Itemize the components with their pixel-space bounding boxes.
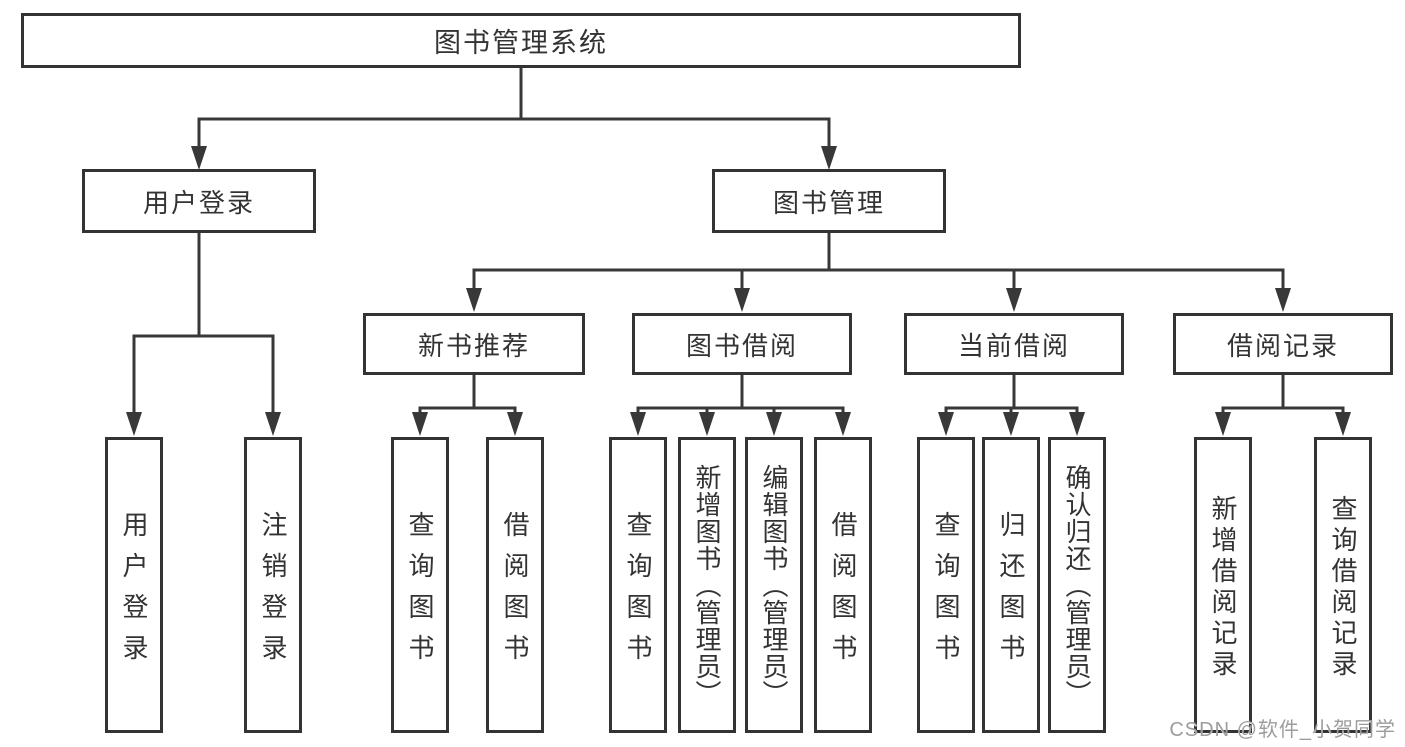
leaf-add-books-admin-label: 新增图书（管理员）: [692, 464, 722, 707]
leaf-borrow-books-label: 借阅图书: [828, 510, 858, 675]
leaf-add-books-admin: 新增图书（管理员）: [678, 437, 736, 733]
node-new-book-recommend: 新书推荐: [363, 313, 585, 375]
leaf-query-books-current-label: 查询图书: [931, 510, 961, 675]
node-new-book-recommend-label: 新书推荐: [417, 330, 530, 361]
leaf-add-borrow-record-label: 新增借阅记录: [1208, 494, 1238, 681]
leaf-query-books-recommend-label: 查询图书: [405, 510, 435, 675]
node-book-borrowing-label: 图书借阅: [685, 330, 798, 361]
leaf-return-books-label: 归还图书: [996, 510, 1026, 675]
leaf-add-borrow-record: 新增借阅记录: [1194, 437, 1252, 733]
leaf-borrow-books-recommend-label: 借阅图书: [500, 510, 530, 675]
leaf-query-books-recommend: 查询图书: [391, 437, 449, 733]
leaf-user-login: 用户登录: [105, 437, 163, 733]
node-book-management-label: 图书管理: [772, 187, 885, 218]
leaf-return-books: 归还图书: [982, 437, 1040, 733]
node-user-login-branch: 用户登录: [82, 169, 316, 233]
leaf-query-borrow-record: 查询借阅记录: [1314, 437, 1372, 733]
node-root-label: 图书管理系统: [434, 28, 608, 58]
node-borrowing-records: 借阅记录: [1173, 313, 1393, 375]
node-user-login-branch-label: 用户登录: [142, 187, 255, 218]
leaf-query-books-borrow: 查询图书: [609, 437, 667, 733]
leaf-borrow-books-recommend: 借阅图书: [486, 437, 544, 733]
node-book-borrowing: 图书借阅: [632, 313, 852, 375]
leaf-edit-books-admin-label: 编辑图书（管理员）: [759, 464, 789, 707]
leaf-query-books-borrow-label: 查询图书: [623, 510, 653, 675]
leaf-user-login-label: 用户登录: [119, 510, 149, 675]
node-book-management: 图书管理: [712, 169, 946, 233]
node-current-borrowing: 当前借阅: [904, 313, 1124, 375]
leaf-edit-books-admin: 编辑图书（管理员）: [745, 437, 803, 733]
node-current-borrowing-label: 当前借阅: [957, 330, 1070, 361]
leaf-confirm-return-admin: 确认归还（管理员）: [1048, 437, 1106, 733]
node-borrowing-records-label: 借阅记录: [1226, 330, 1339, 361]
leaf-borrow-books: 借阅图书: [814, 437, 872, 733]
node-root: 图书管理系统: [21, 13, 1021, 68]
leaf-confirm-return-admin-label: 确认归还（管理员）: [1062, 464, 1092, 707]
csdn-watermark: CSDN @软件_小贺同学: [1169, 719, 1396, 741]
leaf-query-books-current: 查询图书: [917, 437, 975, 733]
leaf-logout: 注销登录: [244, 437, 302, 733]
leaf-logout-label: 注销登录: [258, 510, 288, 675]
leaf-query-borrow-record-label: 查询借阅记录: [1328, 494, 1358, 681]
